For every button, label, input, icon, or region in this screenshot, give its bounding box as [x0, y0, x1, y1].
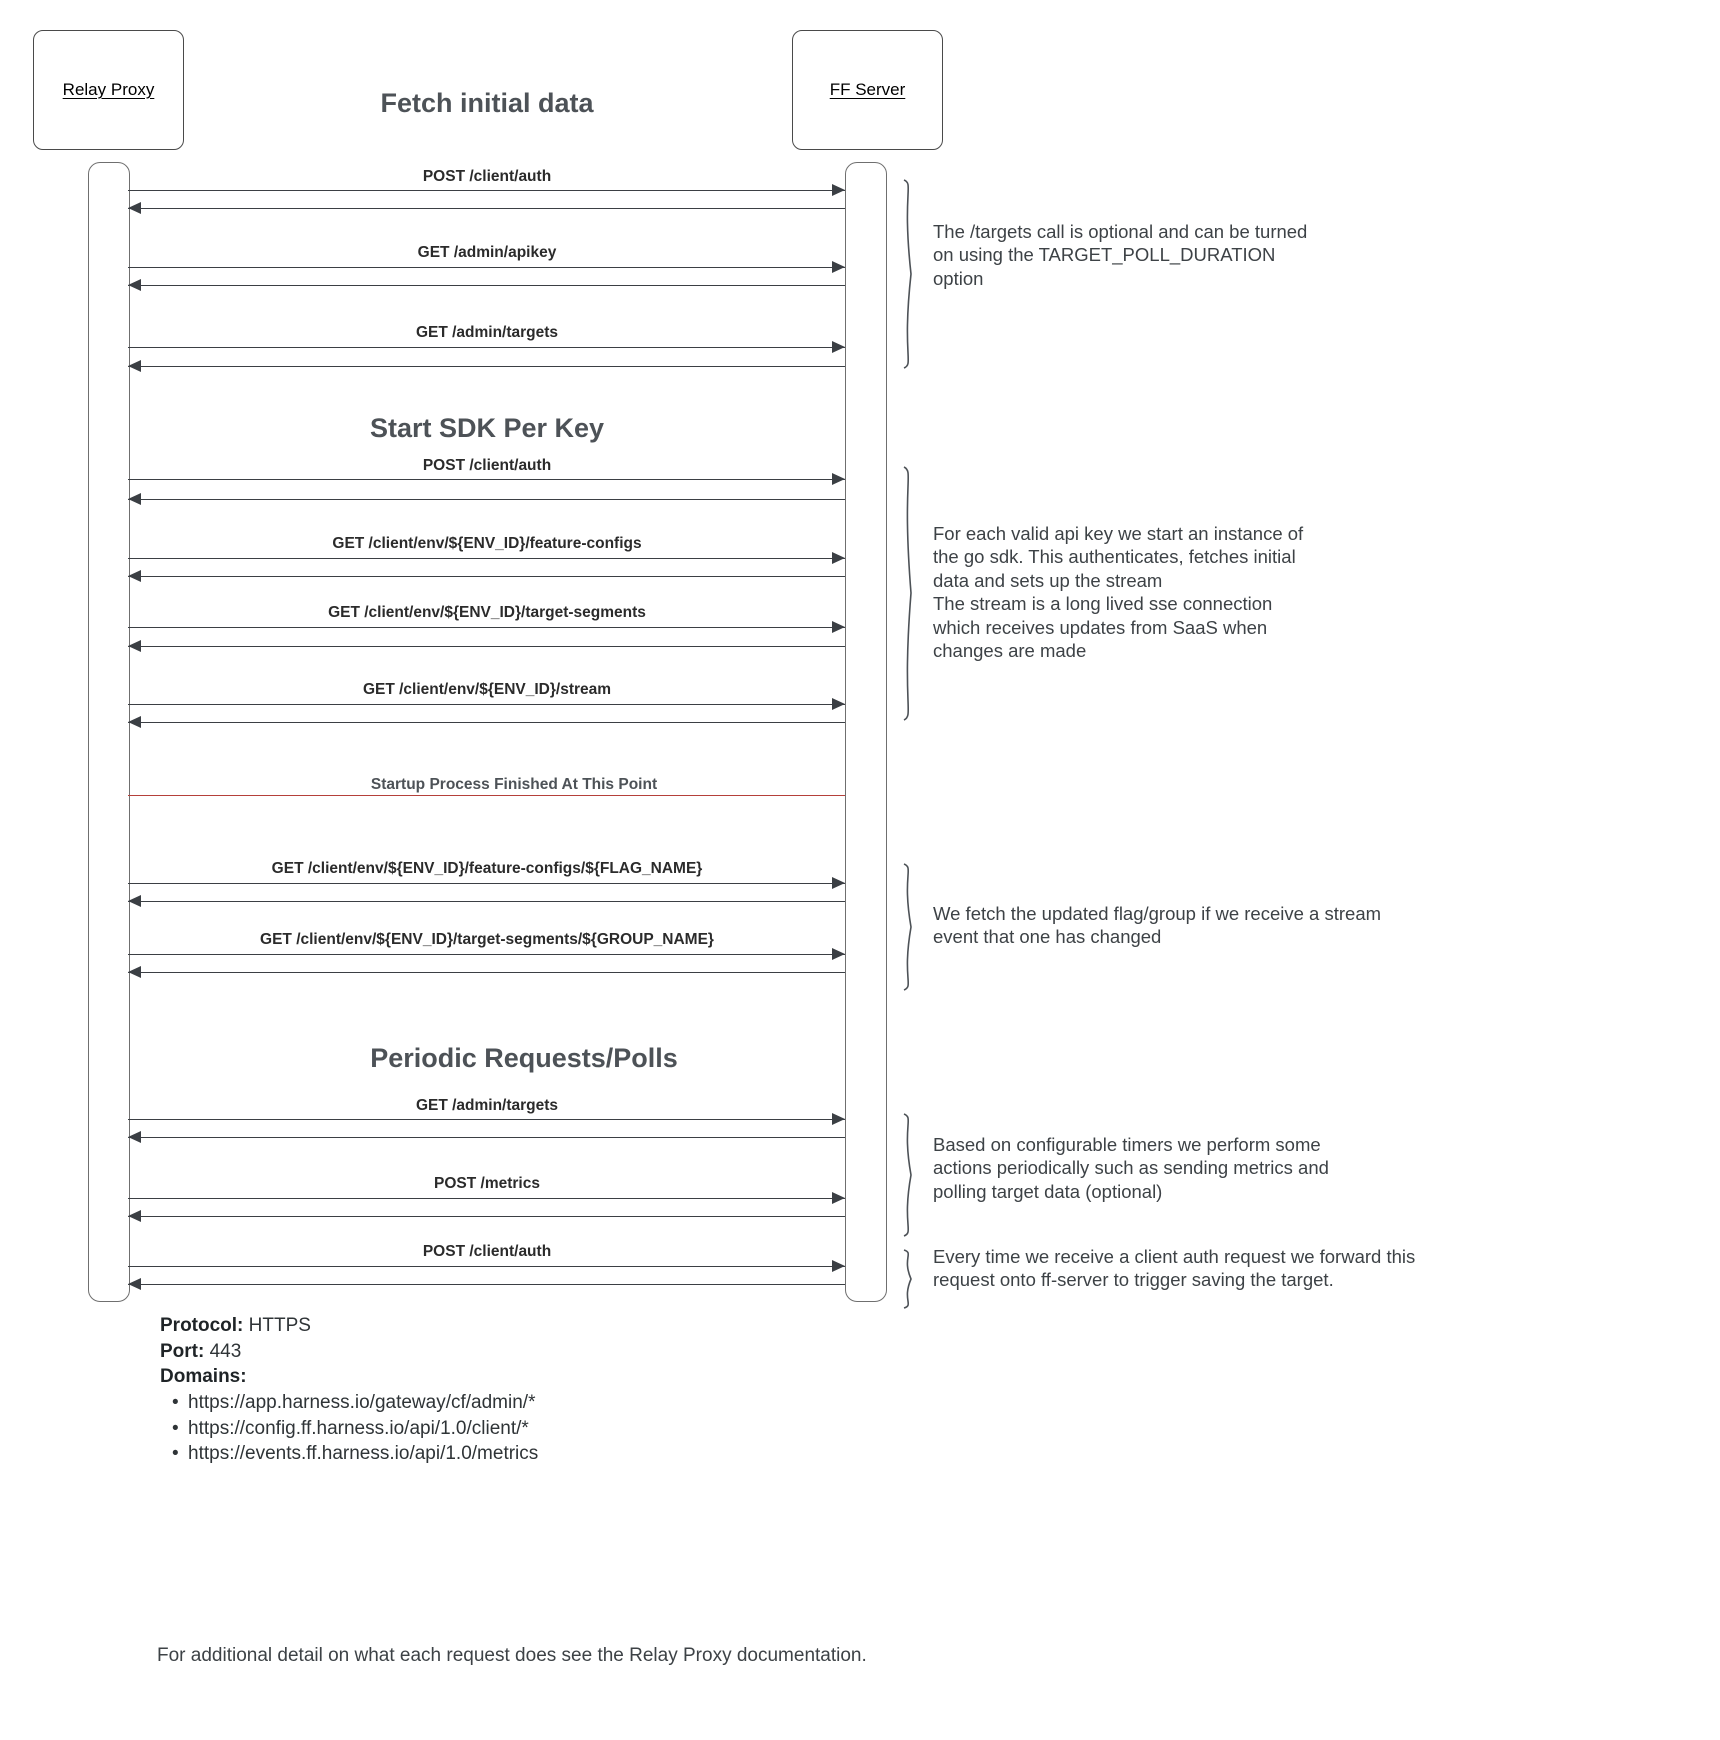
message-arrowhead-m10-request [832, 1112, 845, 1125]
message-label-m11: POST /metrics [434, 1175, 540, 1192]
participant-relay-proxy: Relay Proxy [33, 30, 184, 150]
message-arrow-m2-response [128, 285, 845, 286]
message-arrow-m8-request [128, 883, 845, 884]
message-arrow-m12-request [128, 1266, 845, 1267]
message-arrowhead-m9-response [128, 965, 141, 978]
message-arrowhead-m6-response [128, 639, 141, 652]
divider-label: Startup Process Finished At This Point [370, 776, 658, 793]
note-text-targets-optional: The /targets call is optional and can be… [933, 221, 1308, 289]
message-arrow-m6-request [128, 627, 845, 628]
note-text-client-auth-forward: Every time we receive a client auth requ… [933, 1246, 1416, 1291]
message-arrow-m9-request [128, 954, 845, 955]
message-arrow-m7-response [128, 722, 845, 723]
message-arrowhead-m12-response [128, 1277, 141, 1290]
participant-ff-server: FF Server [792, 30, 943, 150]
message-arrowhead-m11-response [128, 1209, 141, 1222]
message-arrowhead-m2-request [832, 260, 845, 273]
footer-protocol-value: HTTPS [248, 1315, 311, 1336]
message-arrowhead-m5-request [832, 551, 845, 564]
message-arrow-m4-response [128, 499, 845, 500]
brace-note-client-auth-forward [903, 1249, 912, 1309]
participant-label-ff-server: FF Server [829, 80, 906, 99]
lifeline-ff-server [845, 162, 887, 1302]
note-text-stream-event: We fetch the updated flag/group if we re… [933, 903, 1382, 948]
message-label-m7: GET /client/env/${ENV_ID}/stream [362, 681, 612, 698]
divider-line [128, 795, 845, 796]
message-arrowhead-m12-request [832, 1259, 845, 1272]
message-arrow-m7-request [128, 704, 845, 705]
message-arrowhead-m5-response [128, 569, 141, 582]
brace-note-sdk-instance [903, 466, 912, 721]
message-arrowhead-m3-request [832, 340, 845, 353]
message-arrowhead-m9-request [832, 947, 845, 960]
message-arrow-m12-response [128, 1284, 845, 1285]
section-title-periodic-requests-polls: Periodic Requests/Polls [370, 1043, 678, 1073]
message-arrow-m4-request [128, 479, 845, 480]
message-arrow-m10-response [128, 1137, 845, 1138]
footer-port-key: Port: [160, 1340, 205, 1362]
section-title-fetch-initial-data: Fetch initial data [380, 88, 594, 118]
message-label-m8: GET /client/env/${ENV_ID}/feature-config… [271, 860, 703, 877]
message-arrow-m2-request [128, 267, 845, 268]
brace-note-stream-event [903, 863, 912, 991]
message-arrow-m11-response [128, 1216, 845, 1217]
message-arrow-m1-request [128, 190, 845, 191]
list-item: https://config.ff.harness.io/api/1.0/cli… [172, 1416, 538, 1442]
message-arrowhead-m6-request [832, 620, 845, 633]
message-label-m4: POST /client/auth [422, 457, 552, 474]
message-arrowhead-m7-response [128, 715, 141, 728]
message-arrow-m9-response [128, 972, 845, 973]
message-label-m3: GET /admin/targets [415, 324, 559, 341]
message-label-m1: POST /client/auth [422, 168, 552, 185]
message-arrow-m8-response [128, 901, 845, 902]
footer-protocol-row: Protocol: HTTPS [160, 1313, 538, 1339]
message-arrowhead-m7-request [832, 697, 845, 710]
list-item: https://events.ff.harness.io/api/1.0/met… [172, 1441, 538, 1467]
footer-domain-list: https://app.harness.io/gateway/cf/admin/… [160, 1390, 538, 1467]
message-label-m9: GET /client/env/${ENV_ID}/target-segment… [260, 931, 714, 948]
participant-label-relay-proxy: Relay Proxy [62, 80, 155, 99]
message-label-m10: GET /admin/targets [415, 1097, 559, 1114]
message-arrow-m3-request [128, 347, 845, 348]
message-label-m12: POST /client/auth [422, 1243, 552, 1260]
message-label-m5: GET /client/env/${ENV_ID}/feature-config… [332, 535, 642, 552]
lifeline-relay-proxy [88, 162, 130, 1302]
brace-note-configurable-timers [903, 1113, 912, 1237]
message-arrowhead-m1-request [832, 183, 845, 196]
message-label-m2: GET /admin/apikey [417, 244, 557, 261]
note-text-configurable-timers: Based on configurable timers we perform … [933, 1134, 1329, 1202]
message-arrowhead-m8-request [832, 876, 845, 889]
section-title-start-sdk-per-key: Start SDK Per Key [369, 413, 605, 443]
message-arrowhead-m10-response [128, 1130, 141, 1143]
message-arrowhead-m4-request [832, 472, 845, 485]
footer-details: Protocol: HTTPS Port: 443 Domains: https… [160, 1313, 538, 1467]
message-arrow-m5-response [128, 576, 845, 577]
footer-protocol-key: Protocol: [160, 1315, 244, 1336]
message-arrowhead-m11-request [832, 1191, 845, 1204]
message-arrow-m5-request [128, 558, 845, 559]
message-arrow-m3-response [128, 366, 845, 367]
message-arrowhead-m3-response [128, 359, 141, 372]
message-arrow-m10-request [128, 1119, 845, 1120]
note-text-sdk-instance: For each valid api key we start an insta… [933, 523, 1304, 662]
message-arrowhead-m2-response [128, 278, 141, 291]
message-arrowhead-m4-response [128, 492, 141, 505]
footer-domains-row: Domains: [160, 1364, 538, 1390]
message-arrow-m1-response [128, 208, 845, 209]
footer-port-row: Port: 443 [160, 1339, 538, 1365]
footer-domains-key: Domains: [160, 1366, 247, 1388]
list-item: https://app.harness.io/gateway/cf/admin/… [172, 1390, 538, 1416]
message-arrow-m6-response [128, 646, 845, 647]
footer-closing-note: For additional detail on what each reque… [157, 1645, 867, 1666]
message-arrow-m11-request [128, 1198, 845, 1199]
message-arrowhead-m1-response [128, 201, 141, 214]
footer-port-value: 443 [209, 1340, 242, 1362]
message-arrowhead-m8-response [128, 894, 141, 907]
message-label-m6: GET /client/env/${ENV_ID}/target-segment… [328, 604, 646, 621]
brace-note-targets-optional [903, 179, 912, 369]
